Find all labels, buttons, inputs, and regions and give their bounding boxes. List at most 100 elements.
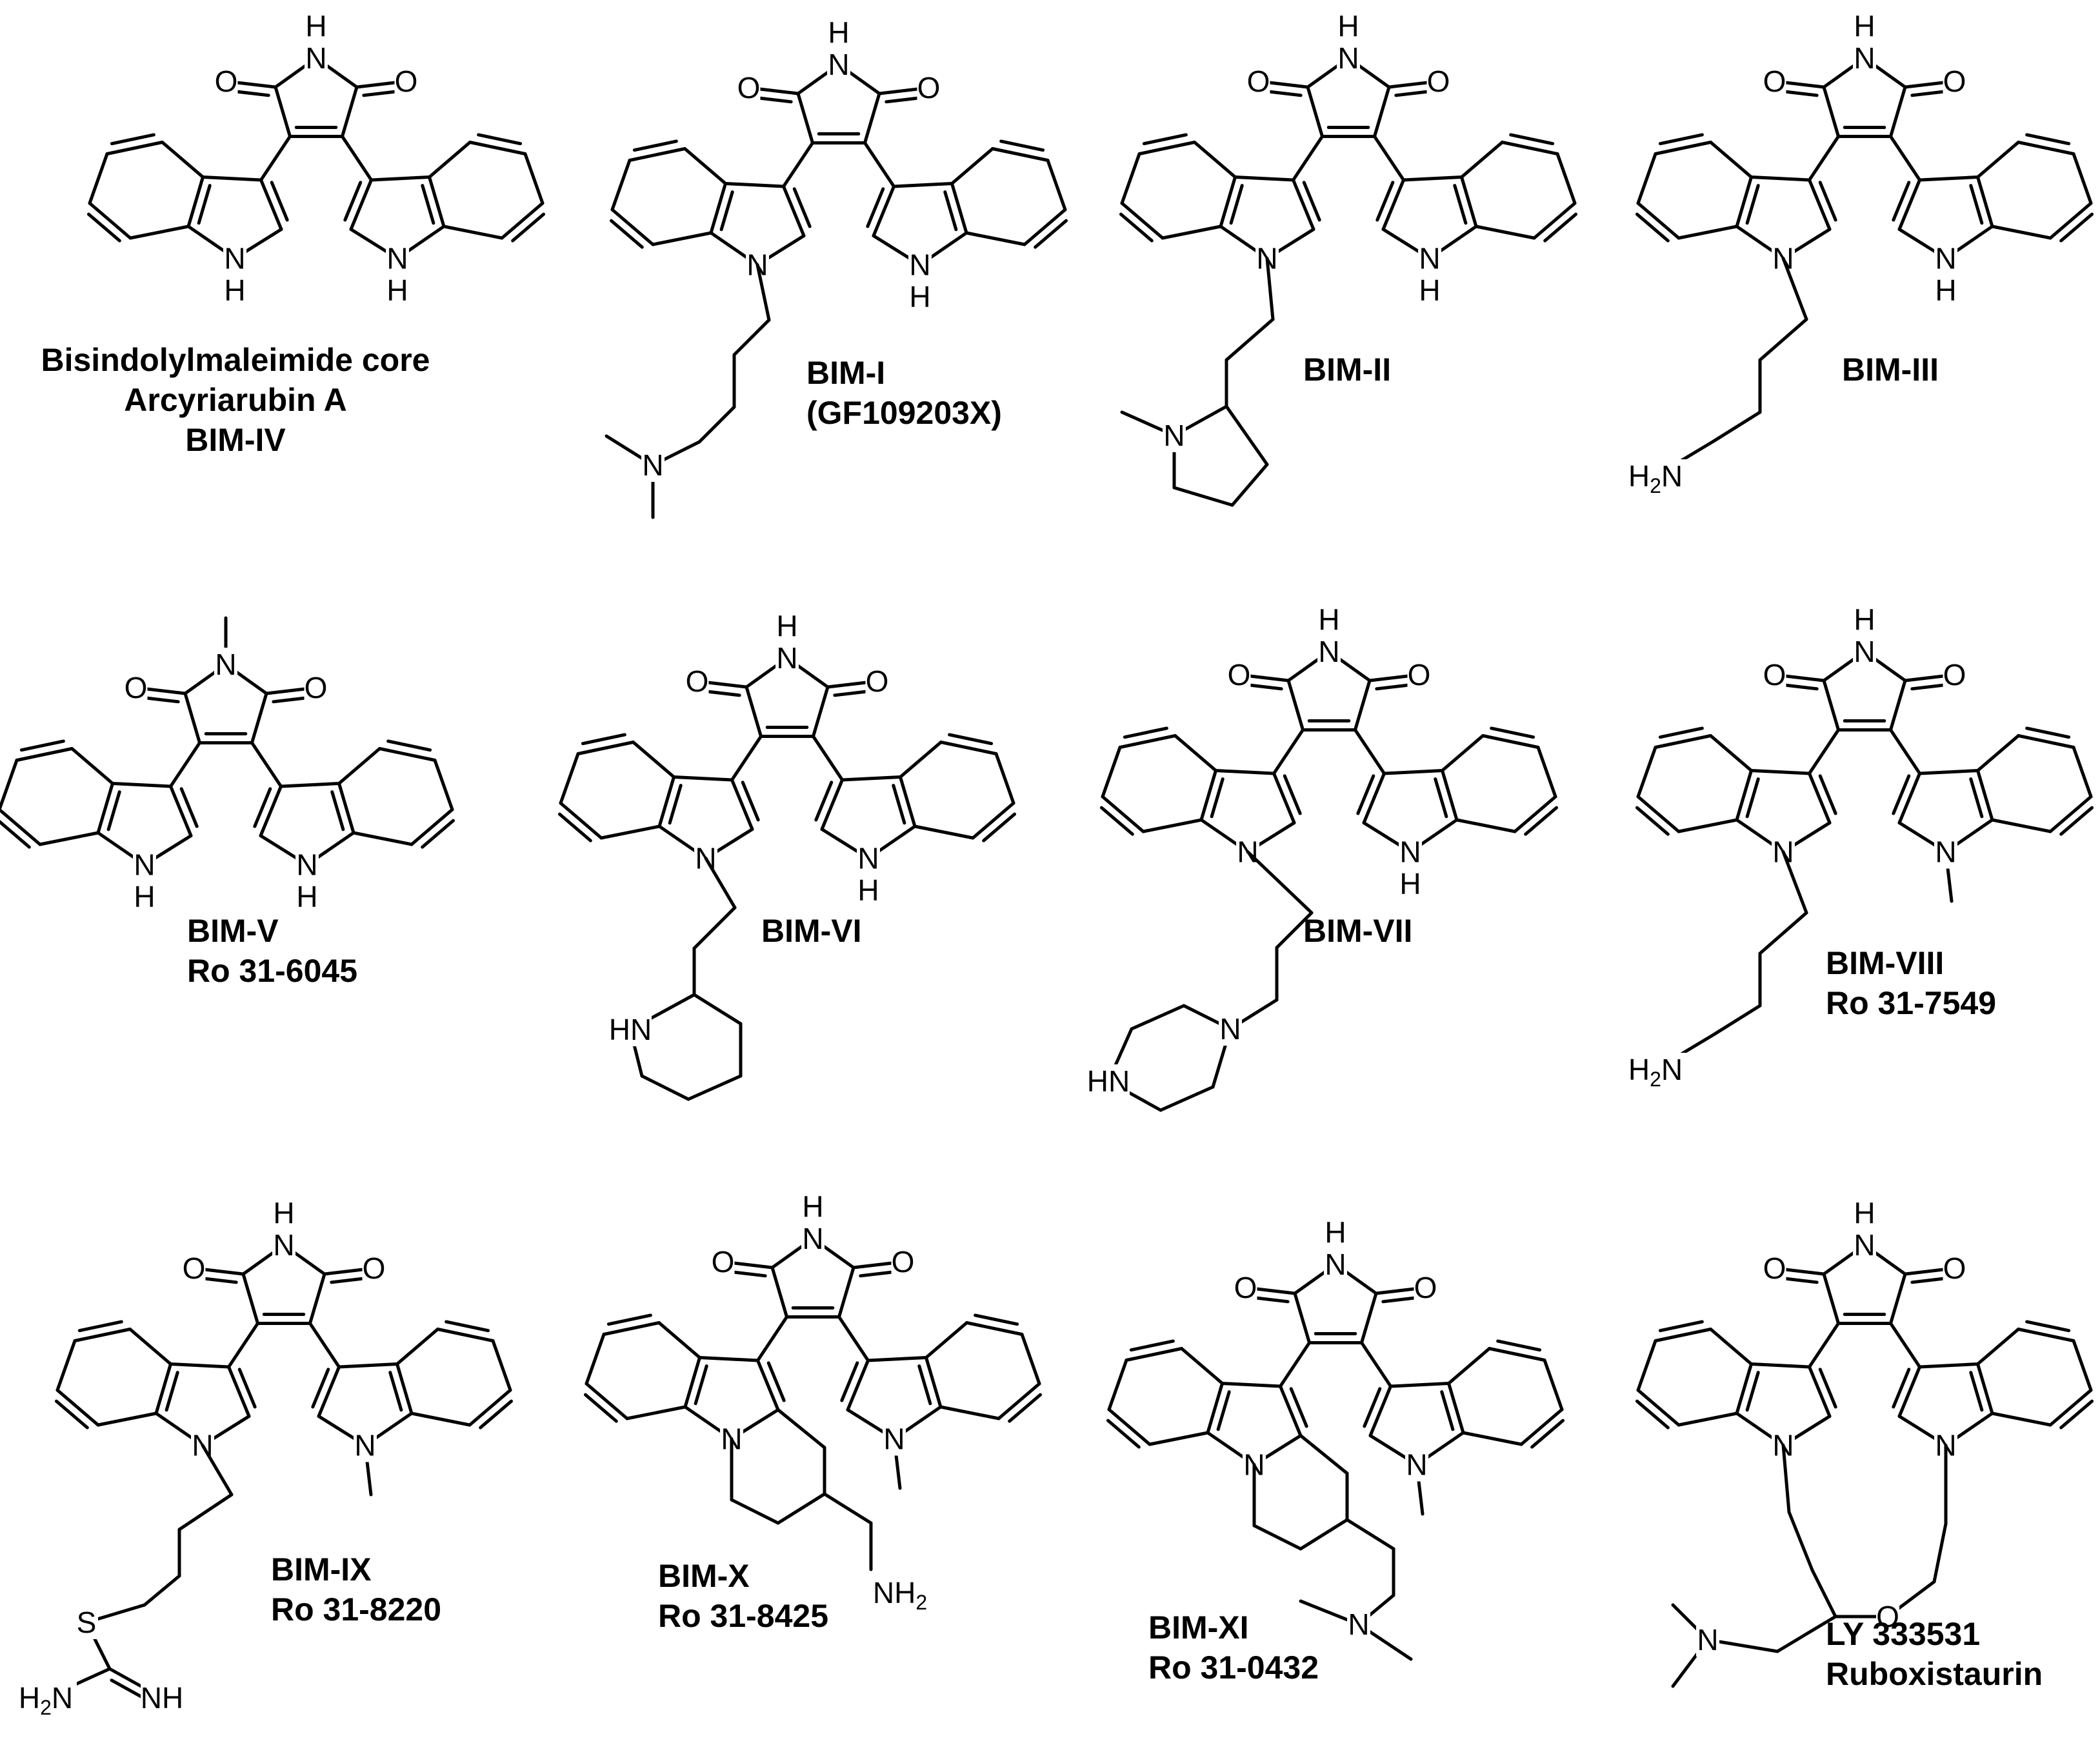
aromatic-double-bond	[386, 739, 432, 752]
bond	[1532, 201, 1577, 240]
bond	[559, 752, 580, 805]
bond	[378, 747, 437, 762]
aromatic-double-bond	[892, 784, 906, 825]
bond	[1897, 178, 1921, 231]
bond	[1990, 1411, 2052, 1427]
bond	[1120, 152, 1141, 205]
imide-nitrogen: N	[1854, 41, 1875, 75]
bond	[15, 747, 74, 762]
atom-label-background	[1324, 1248, 1347, 1281]
indole-double-bond	[1892, 1368, 1911, 1409]
atom-label-background	[641, 448, 665, 482]
bond	[939, 1405, 1001, 1420]
bond	[1101, 746, 1122, 799]
bond	[201, 175, 263, 182]
bond	[1381, 178, 1405, 231]
bond	[1193, 141, 1237, 179]
bond	[599, 824, 661, 840]
bond	[274, 85, 292, 138]
indole-double-bond	[343, 181, 363, 222]
atom-label-background	[295, 880, 319, 913]
side-chain-bond	[704, 857, 737, 910]
bond	[308, 1272, 326, 1325]
compound-caption-bim8-line-1: Ro 31-7549	[1826, 985, 1996, 1021]
oxygen-atom: O	[1763, 65, 1786, 98]
atom-label-background	[1853, 9, 1876, 43]
atom-label-background	[775, 641, 799, 675]
bond	[1020, 1333, 1041, 1386]
atom-label-background	[1625, 1053, 1686, 1086]
bond	[186, 175, 205, 228]
indole-double-bond	[1818, 774, 1837, 815]
amine-nitrogen: N	[1697, 1623, 1718, 1657]
side-chain-bond	[1810, 1568, 1837, 1618]
imine-nitrogen: NH	[141, 1681, 183, 1715]
atom-label-background	[133, 848, 156, 882]
bond	[352, 831, 414, 846]
bond	[1107, 1408, 1152, 1446]
bond	[837, 1266, 855, 1319]
indole-double-bond	[1818, 1368, 1837, 1409]
bond	[1279, 1384, 1303, 1437]
bond	[683, 147, 727, 185]
compound-caption-bim1-line-0: BIM-I	[806, 355, 885, 391]
primary-amine: NH2	[873, 1576, 927, 1614]
indole-hydrogen: H	[857, 873, 879, 907]
bond	[576, 741, 635, 755]
atom-label-background	[1219, 1012, 1242, 1046]
bond	[776, 1408, 826, 1449]
bond	[1990, 224, 2052, 240]
side-chain-bond	[1758, 911, 1808, 955]
oxygen-atom: O	[215, 65, 238, 98]
aromatic-double-bond	[1099, 806, 1134, 836]
indole-double-bond	[866, 187, 885, 228]
atom-label-background	[1934, 241, 1957, 275]
pyrrolidine-nitrogen: N	[1163, 419, 1185, 452]
aromatic-double-bond	[1434, 777, 1448, 819]
indole-nitrogen: N	[1935, 835, 1956, 869]
aromatic-double-bond	[2025, 726, 2071, 739]
bond	[1513, 795, 1557, 833]
atom-label-background	[1227, 658, 1251, 692]
bond	[410, 808, 454, 846]
compound-caption-bim2-line-0: BIM-II	[1303, 352, 1391, 388]
atom-label-background	[1876, 1600, 1899, 1633]
bond	[1990, 818, 2052, 833]
bond	[337, 747, 381, 785]
atom-label-background	[857, 841, 880, 875]
aromatic-double-bond	[445, 1320, 490, 1333]
atom-label-background	[1853, 1196, 1876, 1230]
bond	[1636, 746, 1657, 799]
bond	[1976, 769, 1994, 822]
oxygen-atom: O	[917, 71, 941, 105]
compound-caption-bim8-line-0: BIM-VIII	[1826, 945, 1944, 981]
bond	[1636, 201, 1681, 240]
bond	[1230, 463, 1269, 507]
atom-label-background	[295, 848, 319, 882]
side-chain-bond	[1299, 1518, 1349, 1551]
bond	[1889, 679, 1907, 732]
bond	[96, 782, 114, 835]
bond	[96, 1411, 158, 1427]
imide-nitrogen: N	[828, 48, 849, 81]
bond	[782, 184, 806, 237]
indole-double-bond	[766, 1361, 786, 1402]
atom-label-background	[1246, 65, 1270, 98]
bond	[1735, 769, 1753, 822]
aromatic-double-bond	[974, 1313, 1019, 1326]
indole-hydrogen: H	[1419, 274, 1440, 307]
bond	[337, 782, 355, 835]
aromatic-double-bond	[557, 812, 592, 842]
indole-nitrogen: N	[134, 848, 155, 882]
bond	[259, 135, 292, 182]
bond	[756, 1315, 788, 1362]
bond	[341, 135, 373, 182]
atom-label-background	[908, 248, 932, 282]
bond	[468, 141, 527, 155]
bond	[395, 1328, 439, 1366]
bond	[1636, 1388, 1681, 1427]
aromatic-double-bond	[330, 790, 345, 832]
bond	[1750, 1362, 1811, 1369]
aromatic-double-bond	[694, 1364, 708, 1406]
oxygen-atom: O	[363, 1251, 386, 1285]
